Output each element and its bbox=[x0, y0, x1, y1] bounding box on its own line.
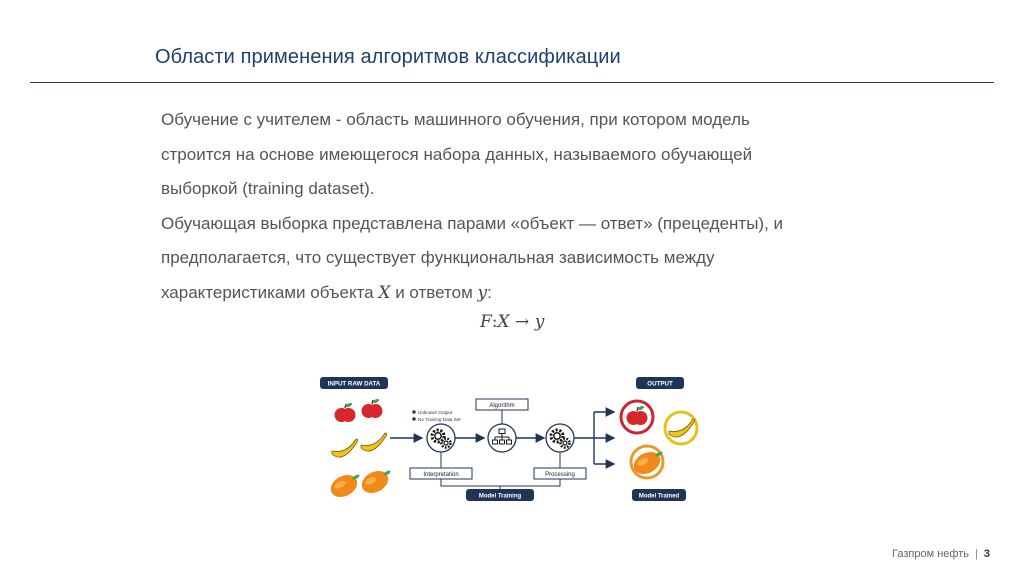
legend-no-training-data: No Training Data Set bbox=[418, 417, 461, 422]
paragraph1-line3: выборкой (training dataset). bbox=[161, 179, 375, 198]
paragraph2-line1: Обучающая выборка представлена парами «о… bbox=[161, 213, 784, 233]
footer: Газпром нефть | 3 bbox=[892, 548, 990, 560]
legend-dot bbox=[412, 417, 416, 421]
formula-colon: : bbox=[491, 312, 498, 332]
formula-x: X bbox=[497, 312, 510, 332]
title-divider bbox=[30, 82, 994, 83]
algorithm-label: Algorithm bbox=[489, 403, 514, 409]
body-text: Обучение с учителем - область машинного … bbox=[161, 103, 901, 310]
interpretation-label: Interpretation bbox=[423, 472, 458, 478]
banana-icon bbox=[360, 432, 388, 452]
hierarchy-icon bbox=[492, 428, 512, 445]
footer-separator: | bbox=[975, 548, 978, 560]
apple-icon bbox=[360, 397, 384, 419]
output-tag bbox=[636, 377, 684, 389]
paragraph1-line2: строится на основе имеющегося набора дан… bbox=[161, 144, 753, 164]
ml-pipeline-diagram: INPUT RAW DATA Unknown Output No Trainin… bbox=[320, 377, 699, 502]
banana-icon bbox=[331, 438, 359, 458]
mango-icon bbox=[326, 470, 362, 502]
processing-label: Processing bbox=[545, 472, 575, 478]
mango-icon bbox=[357, 466, 393, 498]
output-label: OUTPUT bbox=[647, 381, 673, 388]
input-raw-data-tag bbox=[320, 377, 388, 389]
paragraph1-line1: Обучение с учителем - область машинного … bbox=[161, 110, 750, 129]
model-trained-label: Model Trained bbox=[639, 494, 680, 500]
apple-icon bbox=[333, 401, 357, 423]
paragraph2-line3-middle: и ответом bbox=[390, 282, 478, 302]
model-training-tag bbox=[466, 489, 534, 501]
formula-f: F bbox=[480, 312, 492, 332]
legend-dot bbox=[412, 410, 416, 414]
page-number: 3 bbox=[983, 548, 990, 560]
formula: F:X → y bbox=[480, 312, 544, 332]
footer-company: Газпром нефть bbox=[892, 548, 970, 560]
slide-title: Области применения алгоритмов классифика… bbox=[155, 46, 621, 68]
paragraph2-line2: предполагается, что существует функциона… bbox=[161, 248, 715, 267]
model-training-label: Model Training bbox=[479, 494, 522, 500]
paragraph2-line3-suffix: : bbox=[487, 282, 492, 302]
variable-y: y bbox=[477, 282, 488, 303]
variable-x: X bbox=[378, 282, 391, 303]
paragraph2-line3-prefix: характеристиками объекта bbox=[161, 282, 379, 302]
paragraph2-line3: характеристиками объекта X и ответом y: bbox=[161, 276, 901, 311]
model-trained-tag bbox=[632, 489, 686, 501]
input-raw-data-label: INPUT RAW DATA bbox=[328, 381, 381, 388]
formula-y: y bbox=[534, 312, 545, 332]
legend-unknown-output: Unknown Output bbox=[418, 410, 453, 415]
output-banana-ring bbox=[663, 410, 699, 446]
formula-arrow: → bbox=[509, 312, 535, 332]
